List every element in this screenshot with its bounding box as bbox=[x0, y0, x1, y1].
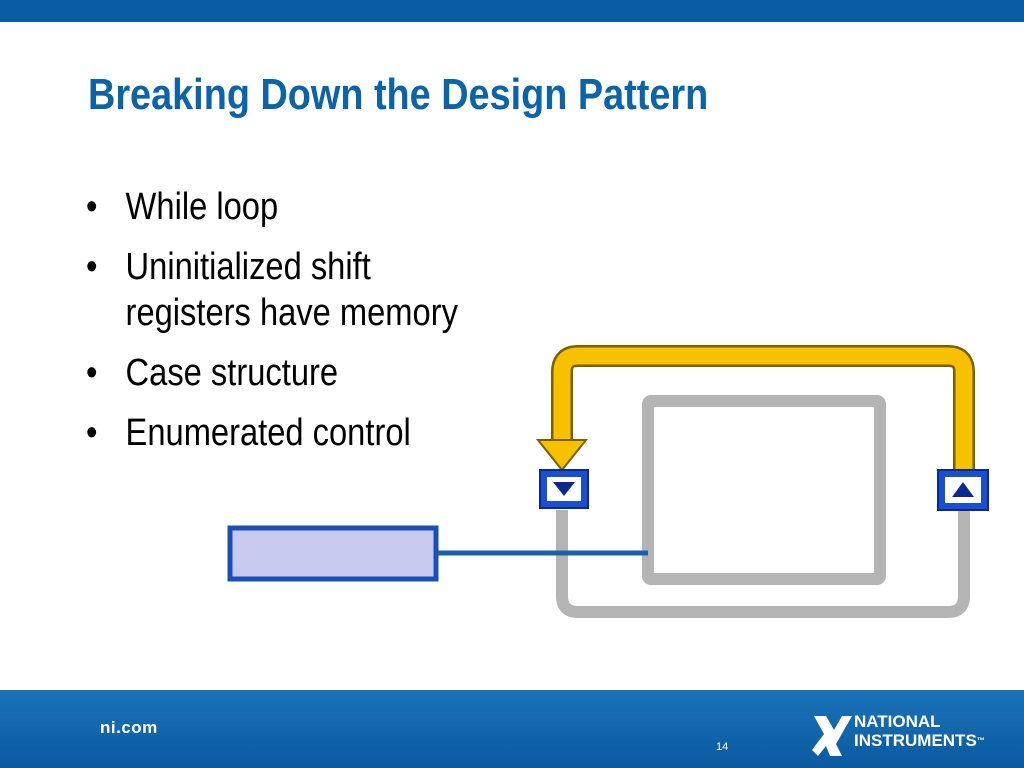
down-triangle-icon bbox=[539, 469, 589, 509]
bullet-marker: • bbox=[86, 186, 98, 228]
footer-bar: ni.com 14 NATIONAL INSTRUMENTS™ bbox=[0, 690, 1024, 768]
bullet-text: Case structure bbox=[125, 352, 339, 394]
bullet-item-while-loop: • While loop bbox=[86, 184, 458, 230]
logo-trademark: ™ bbox=[976, 736, 985, 745]
bullet-marker: • bbox=[86, 412, 98, 454]
national-instruments-logo: NATIONAL INSTRUMENTS™ bbox=[812, 710, 1008, 760]
slide-title: Breaking Down the Design Pattern bbox=[88, 70, 709, 119]
bullet-text-line-1: Uninitialized shift bbox=[125, 246, 371, 288]
footer-url[interactable]: ni.com bbox=[100, 718, 158, 737]
up-triangle-icon bbox=[937, 469, 989, 511]
logo-line-2: INSTRUMENTS bbox=[854, 731, 977, 750]
bullet-marker: • bbox=[86, 246, 98, 288]
while-loop-border bbox=[556, 510, 970, 618]
page-number: 14 bbox=[716, 741, 729, 753]
bullet-item-enumerated-control: • Enumerated control bbox=[86, 410, 458, 456]
bullet-text: While loop bbox=[125, 186, 279, 228]
bullet-list: • While loop • Uninitialized shift regis… bbox=[86, 184, 458, 470]
bullet-text: Enumerated control bbox=[125, 412, 411, 454]
bullet-text-line-2: registers have memory bbox=[125, 292, 458, 334]
design-pattern-diagram bbox=[227, 345, 989, 618]
bullet-item-case-structure: • Case structure bbox=[86, 350, 458, 396]
national-instruments-eagle-icon bbox=[812, 716, 852, 756]
logo-wordmark: NATIONAL INSTRUMENTS™ bbox=[854, 712, 985, 750]
top-banner bbox=[0, 0, 1024, 22]
wire-arrowhead bbox=[535, 439, 589, 472]
shift-register-wire-fill bbox=[553, 347, 973, 470]
case-structure bbox=[642, 395, 886, 585]
logo-line-1: NATIONAL bbox=[854, 712, 941, 731]
bullet-marker: • bbox=[86, 352, 98, 394]
bullet-item-shift-registers: • Uninitialized shift registers have mem… bbox=[86, 244, 458, 336]
enumerated-control bbox=[227, 525, 439, 582]
